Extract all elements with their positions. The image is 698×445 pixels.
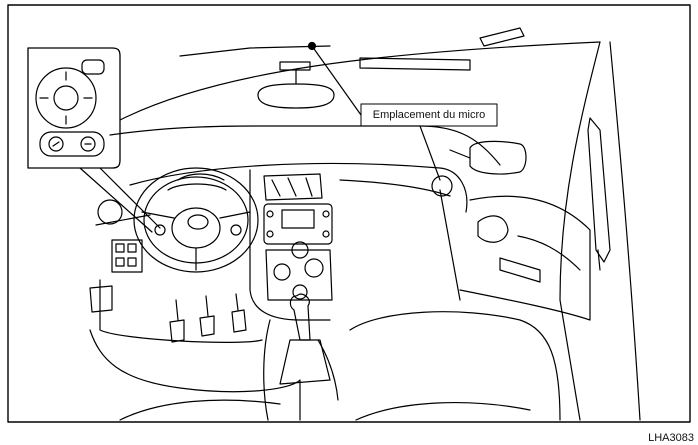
figure-frame: [8, 5, 690, 422]
gear-shift: [290, 294, 310, 340]
left-vent: [98, 200, 122, 224]
driver-seat: [90, 330, 300, 420]
steering-hub: [172, 208, 220, 248]
phone-answer-icon: [49, 137, 63, 151]
inset-phone-buttons: [40, 132, 104, 156]
phone-hangup-icon: [81, 137, 95, 151]
pedal-brake: [200, 316, 214, 336]
hood-release: [90, 286, 112, 312]
steering-wheel: [134, 168, 258, 272]
left-switch-panel: [112, 240, 142, 272]
center-vents: [264, 174, 322, 200]
sun-visor-right: [480, 28, 524, 46]
callout-label: Emplacement du micro: [372, 109, 486, 121]
a-pillar: [560, 42, 600, 420]
inset-leader-line: [100, 168, 160, 228]
inset-control-ring: [36, 68, 96, 128]
windshield-top-line: [120, 42, 600, 120]
steering-switch-left: [155, 225, 165, 235]
right-vent: [432, 176, 452, 196]
climate-controls: [266, 250, 332, 300]
pedal-accelerator: [232, 310, 246, 332]
inset-mode-button: [82, 60, 104, 74]
door-handle: [478, 216, 508, 242]
rearview-mirror: [258, 84, 334, 108]
side-mirror: [470, 141, 526, 174]
passenger-seat: [350, 312, 560, 420]
inset-panel: [28, 48, 120, 168]
door-panel: [460, 196, 590, 320]
audio-unit: [264, 204, 332, 244]
pedal-clutch: [170, 320, 184, 342]
gauge-cluster: [168, 184, 226, 190]
figure-code: LHA3083: [648, 432, 694, 444]
nissan-logo: [188, 215, 208, 229]
callout-line: [312, 46, 361, 115]
dashboard-top: [130, 163, 467, 212]
callout-box: [361, 104, 497, 126]
seat-belt: [588, 118, 610, 262]
